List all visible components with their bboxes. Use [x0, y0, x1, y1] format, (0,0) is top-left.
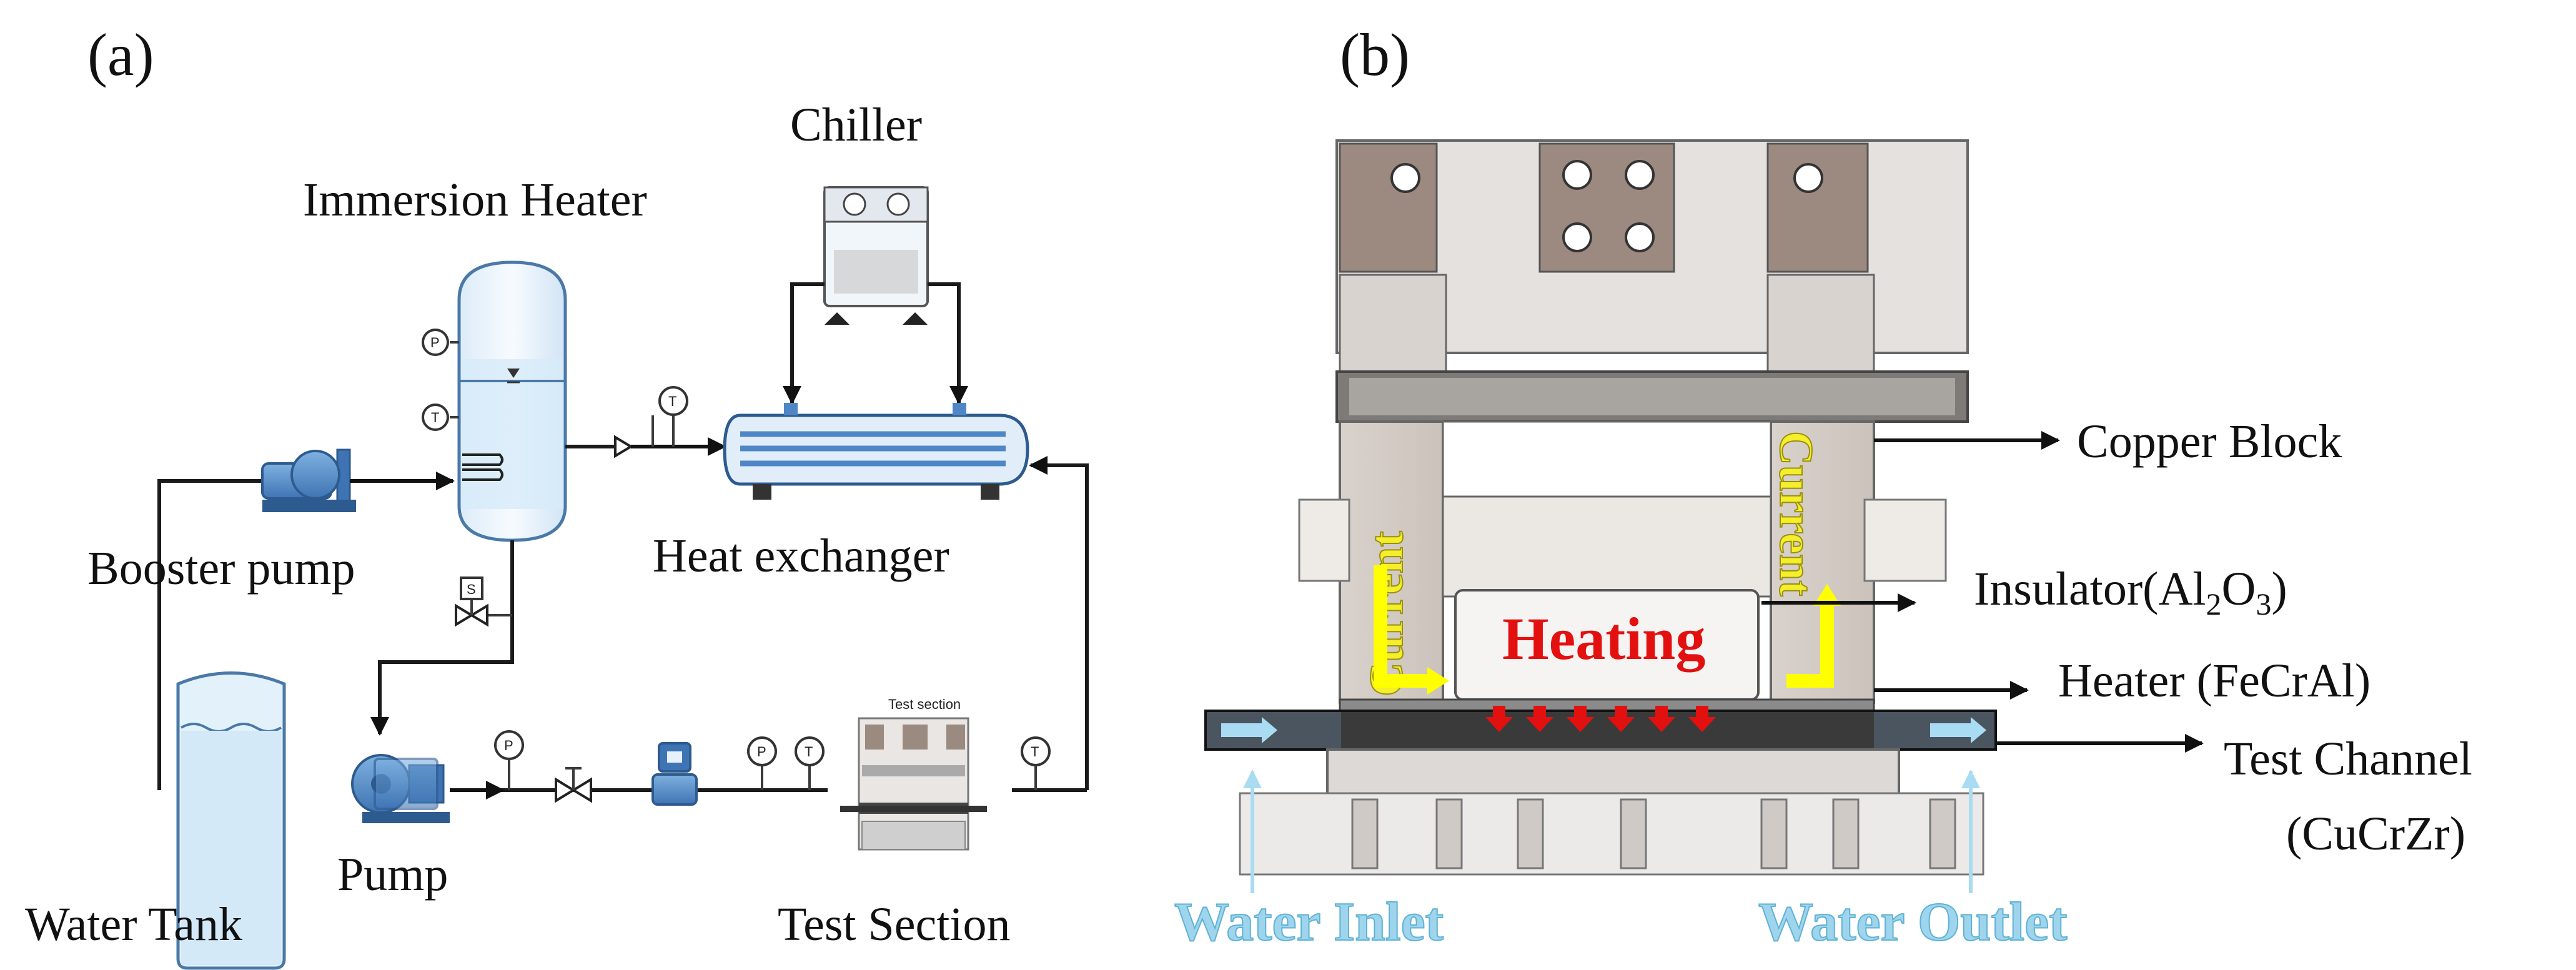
copper-block-label: Copper Block	[2077, 415, 2342, 468]
panel-a-label: (a)	[87, 21, 154, 88]
temperature-sensor-hx-inlet	[658, 386, 688, 416]
chiller	[823, 186, 929, 325]
temperature-sensor-test-inlet	[795, 736, 825, 766]
panel-b-label: (b)	[1340, 21, 1410, 88]
test-section-label: Test Section	[778, 898, 1011, 951]
outlet-flow-arrow	[1930, 717, 1986, 743]
booster-pump-label: Booster pump	[87, 542, 355, 595]
heater-label: Heater (FeCrAl)	[2058, 655, 2370, 707]
current-label-right: Current	[1770, 431, 1822, 596]
sensor-p-label: P	[430, 335, 440, 350]
pressure-sensor-test-inlet	[747, 736, 777, 766]
current-arrow-right	[1786, 606, 1834, 688]
immersion-heater-label: Immersion Heater	[303, 174, 647, 226]
pump	[351, 754, 450, 823]
test-section-small-label: Test section	[888, 696, 961, 712]
test-channel-label: Test Channel	[2224, 733, 2472, 785]
sensor-t-label: T	[431, 410, 439, 425]
top-fixture	[1335, 139, 1969, 373]
sensor-p-label: P	[504, 738, 513, 753]
panel-b: (b)	[1174, 21, 2472, 953]
clamp-band	[1335, 370, 1969, 423]
heat-exchanger	[723, 403, 1029, 500]
panel-a: (a) Water Tank Booster pump Immersion He…	[25, 21, 1089, 970]
sensor-p-label: P	[757, 744, 766, 760]
pressure-sensor-pump	[494, 730, 524, 760]
test-section-thumbnail: Test section	[840, 696, 987, 851]
test-channel-material-label: (CuCrZr)	[2286, 808, 2465, 860]
heating-arrows	[1485, 706, 1716, 732]
chiller-label: Chiller	[790, 99, 922, 151]
copper-block	[1298, 420, 1947, 704]
water-outlet-label: Water Outlet	[1758, 892, 2067, 953]
heating-label: Heating	[1502, 605, 1705, 672]
inlet-flow-arrow	[1221, 717, 1277, 743]
base-fixture	[1239, 748, 1984, 876]
sensor-t-label: T	[668, 393, 676, 409]
water-inlet-label: Water Inlet	[1174, 892, 1444, 953]
solenoid-valve	[460, 577, 483, 600]
pressure-sensor-heater	[422, 329, 449, 356]
water-tank-label: Water Tank	[25, 898, 242, 951]
water-tank	[176, 671, 286, 970]
solenoid-label: S	[467, 582, 476, 597]
insulator-label: Insulator(Al2O3)	[1974, 563, 2287, 621]
current-arrow-left	[1374, 565, 1427, 688]
booster-pump	[261, 448, 356, 512]
pump-label: Pump	[337, 848, 448, 901]
heat-exchanger-label: Heat exchanger	[653, 530, 949, 582]
flow-meter	[651, 742, 698, 806]
temperature-sensor-test-outlet	[1021, 736, 1051, 766]
sensor-t-label: T	[1031, 744, 1039, 760]
temperature-sensor-heater	[422, 403, 449, 431]
immersion-heater-vessel	[457, 260, 567, 542]
sensor-t-label: T	[805, 744, 813, 760]
